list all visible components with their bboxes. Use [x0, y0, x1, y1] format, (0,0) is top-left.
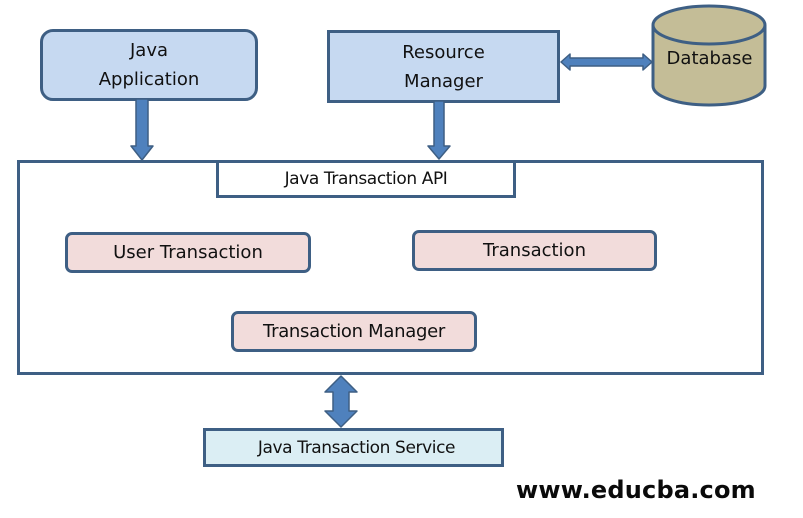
database-label: Database [666, 48, 753, 69]
transaction-manager-label: Transaction Manager [263, 321, 445, 342]
user-transaction-box: User Transaction [65, 232, 311, 273]
database-cylinder-icon [651, 4, 767, 107]
resource-manager-box: Resource Manager [327, 30, 560, 103]
resource-manager-label-line2: Manager [404, 70, 483, 92]
arrow-down-icon [427, 100, 451, 160]
java-application-label-line2: Application [98, 69, 200, 90]
java-transaction-service-box: Java Transaction Service [203, 428, 504, 467]
double-arrow-vertical-icon [324, 375, 358, 428]
java-transaction-api-box: Java Transaction API [216, 160, 516, 198]
java-transaction-api-label: Java Transaction API [284, 169, 448, 189]
watermark-url: www.educba.com [516, 476, 756, 504]
transaction-manager-box: Transaction Manager [231, 311, 477, 352]
user-transaction-label: User Transaction [113, 242, 263, 263]
double-arrow-horizontal-icon [560, 53, 653, 71]
arrow-down-icon [130, 98, 154, 161]
transaction-label: Transaction [483, 240, 586, 261]
java-transaction-service-label: Java Transaction Service [257, 437, 456, 458]
java-application-box: Java Application [40, 29, 258, 101]
java-application-label-line1: Java [129, 40, 169, 61]
resource-manager-label-line1: Resource [402, 41, 485, 63]
transaction-box: Transaction [412, 230, 657, 271]
